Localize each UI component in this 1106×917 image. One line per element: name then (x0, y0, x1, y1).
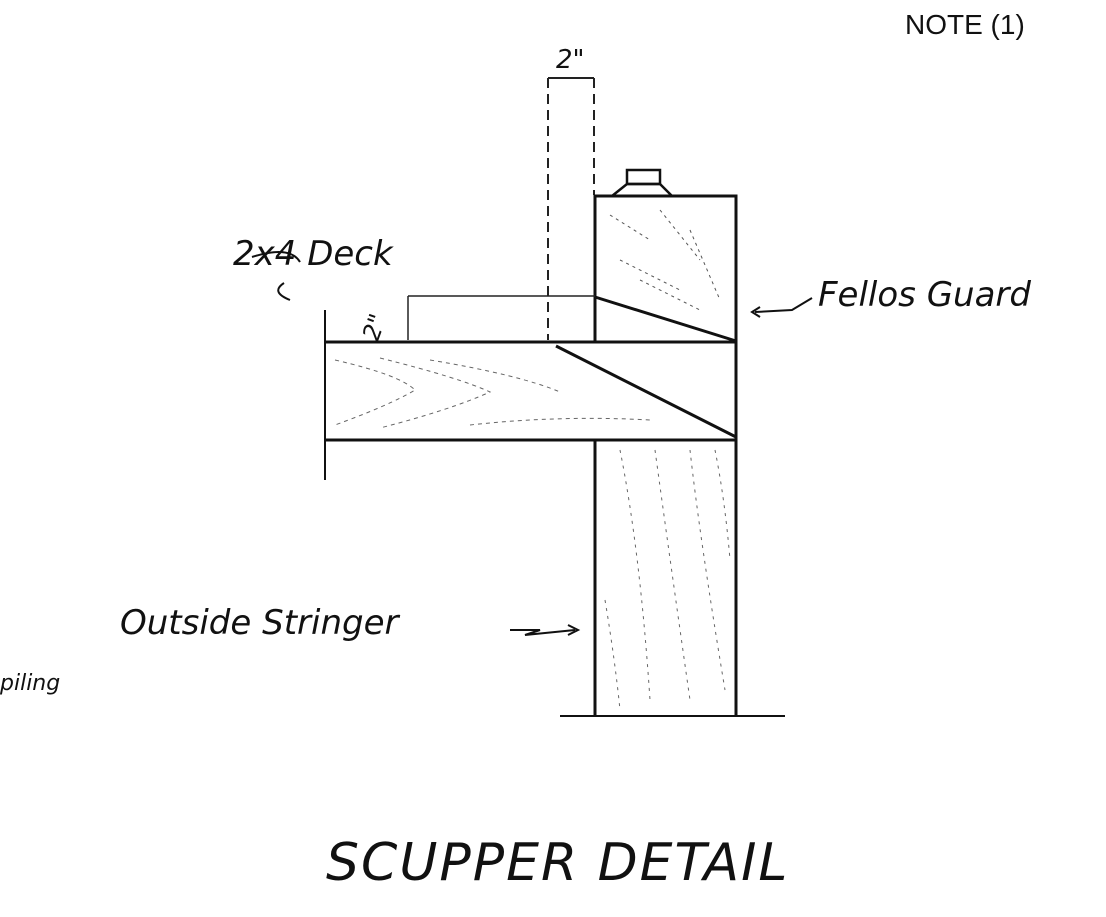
deck-dimension-label: 2" (357, 310, 392, 344)
deck-dimension: 2" (357, 296, 409, 344)
fellos-guard-block (593, 194, 738, 344)
grain-line (714, 449, 731, 561)
grain-line (654, 449, 691, 701)
grain-line (619, 259, 681, 291)
deck-label: 2x4 Deck (233, 234, 394, 274)
deck-plank (325, 340, 738, 442)
guard-leader (754, 297, 813, 313)
grain-line (604, 599, 621, 711)
grain-line (469, 417, 651, 426)
guard-label: Fellos Guard (818, 275, 1031, 315)
note-label: NOTE (1) (905, 9, 1025, 40)
deck-grain (334, 357, 651, 429)
arrow-icon (750, 306, 761, 318)
top-dimension-label: 2" (556, 45, 585, 75)
piling-label: piling (0, 671, 60, 696)
outside-stringer-block (593, 440, 738, 716)
stringer-leader (510, 629, 576, 636)
bolt-icon (611, 168, 673, 197)
bolt-washer (611, 182, 673, 197)
grain-line (689, 449, 726, 691)
grain-line (379, 357, 492, 429)
grain-line (639, 279, 701, 311)
stringer-label: Outside Stringer (120, 603, 400, 643)
grain-line (609, 214, 651, 241)
grain-line (689, 229, 721, 301)
grain-line (619, 449, 651, 701)
guard-diagonal (594, 295, 737, 343)
bolt-head (625, 168, 662, 186)
grain-line (429, 359, 561, 393)
arrow-icon (567, 624, 581, 636)
guard-grain (609, 209, 721, 311)
top-dimension: 2" (548, 45, 594, 79)
dashed-centerlines (547, 78, 595, 340)
grain-line (334, 359, 416, 426)
stringer-grain (604, 449, 731, 711)
grain-line (659, 209, 701, 261)
deck-diagonal (555, 344, 737, 439)
deck-leader (251, 251, 301, 301)
drawing-title: SCUPPER DETAIL (326, 833, 789, 893)
